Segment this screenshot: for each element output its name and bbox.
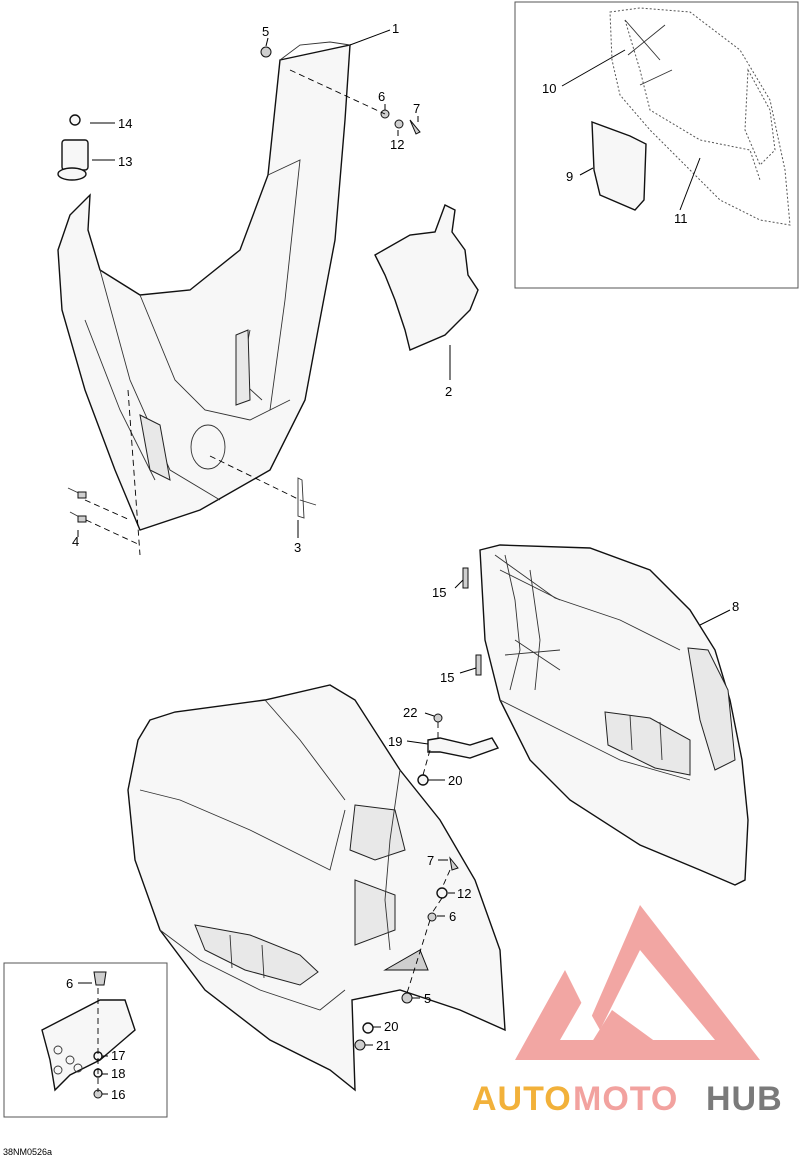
watermark-text-hub: HUB: [706, 1080, 783, 1118]
callout-13: 13: [118, 154, 132, 169]
callout-14: 14: [118, 116, 132, 131]
callout-7-b: 7: [427, 853, 434, 868]
strips-part-15: [462, 567, 482, 676]
callout-2: 2: [445, 384, 452, 399]
callout-6-top: 6: [378, 89, 385, 104]
watermark-text-moto: MOTO: [573, 1080, 678, 1118]
bracket-inset: [41, 971, 136, 1099]
foam-insert-part-2: [374, 204, 479, 351]
clip-part-3: [297, 477, 317, 519]
callout-17: 17: [111, 1048, 125, 1063]
callout-6-b: 6: [449, 909, 456, 924]
callout-9: 9: [566, 169, 573, 184]
callout-11: 11: [674, 211, 688, 226]
callout-6-inset: 6: [66, 976, 73, 991]
callout-8: 8: [732, 599, 739, 614]
side-panel-ghost-part-11: [609, 7, 791, 226]
rivets-part-4: [67, 487, 87, 523]
foam-pad-part-9: [591, 120, 647, 211]
callout-20-b: 20: [384, 1019, 398, 1034]
side-panel-lower-left: [127, 684, 506, 1092]
callout-15-a: 15: [432, 585, 446, 600]
callout-18: 18: [111, 1066, 125, 1081]
callout-12-top: 12: [390, 137, 404, 152]
callout-5-b: 5: [424, 991, 431, 1006]
side-panel-part-8: [479, 544, 749, 886]
callout-5-top: 5: [262, 24, 269, 39]
top-fasteners: [260, 46, 421, 135]
lower-hardware: [354, 713, 500, 1051]
callout-12-b: 12: [457, 886, 471, 901]
figure-reference-code: 38NM0526a: [3, 1147, 52, 1157]
callout-3: 3: [294, 540, 301, 555]
watermark-text-auto: AUTO: [472, 1080, 572, 1118]
callout-10: 10: [542, 81, 556, 96]
inset-frame-bottom-left: [3, 962, 168, 1118]
assembly-lines-lower: [406, 722, 451, 994]
assembly-lines-upper: [84, 69, 386, 556]
leader-lines: [77, 29, 731, 1095]
callout-16: 16: [111, 1087, 125, 1102]
callout-21: 21: [376, 1038, 390, 1053]
watermark-logo: [515, 905, 760, 1060]
callout-1: 1: [392, 21, 399, 36]
callout-15-b: 15: [440, 670, 454, 685]
knob-part-13: [57, 114, 89, 181]
callout-7-top: 7: [413, 101, 420, 116]
callout-22: 22: [403, 705, 417, 720]
callout-19: 19: [388, 734, 402, 749]
inset-frame-top-right: [514, 1, 799, 289]
callout-20-a: 20: [448, 773, 462, 788]
callout-4: 4: [72, 534, 79, 549]
hood-panel-part-1: [57, 41, 351, 531]
